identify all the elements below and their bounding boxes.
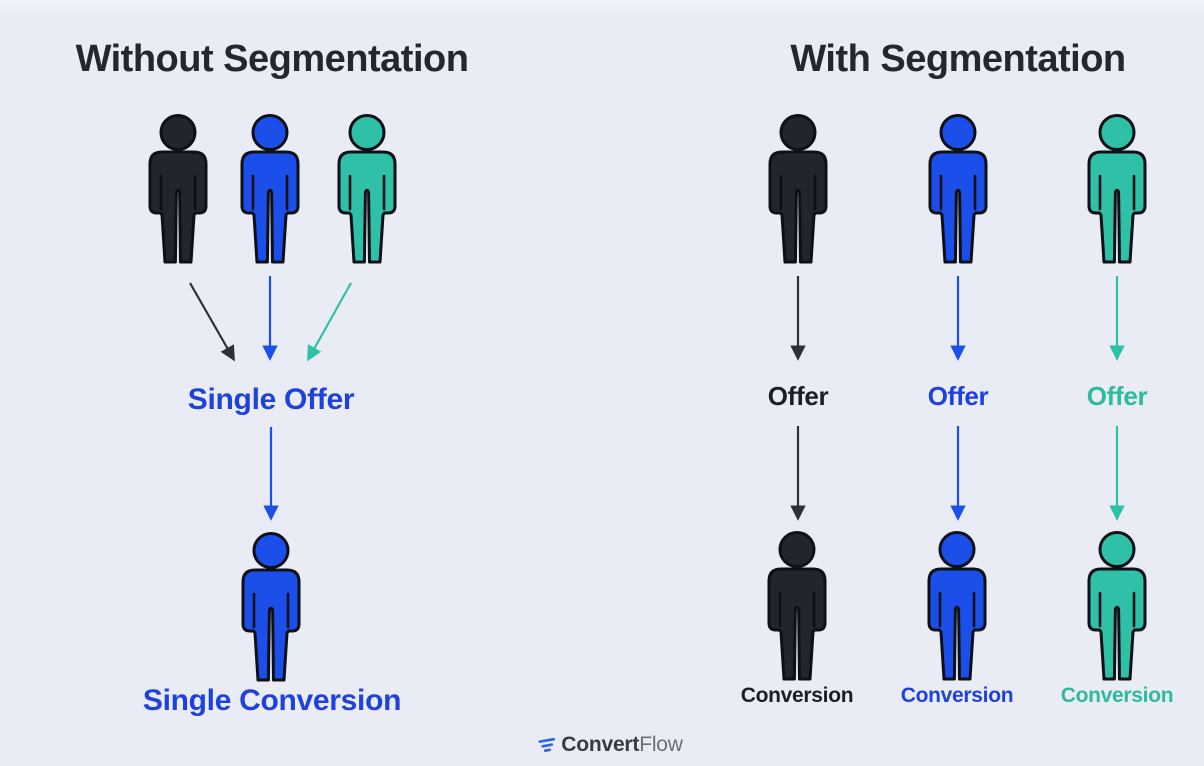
visitor-icon-blue-left: [240, 114, 300, 264]
convertflow-flow-icon: [538, 737, 556, 752]
arrow-dark-to-single-offer: [189, 282, 235, 362]
conversion-icon-blue-left: [241, 532, 301, 682]
conversion-icon-blue-right: [927, 531, 987, 681]
visitor-icon-teal-left: [337, 114, 397, 264]
brand-text-flow: Flow: [639, 733, 683, 756]
conversion-label-blue: Conversion: [900, 684, 1014, 707]
single-offer-label: Single Offer: [187, 383, 355, 416]
convertflow-logo: ConvertFlow: [533, 733, 683, 757]
offer-label-teal: Offer: [1086, 381, 1148, 411]
convertflow-wordmark: ConvertFlow: [561, 733, 683, 757]
conversion-icon-teal-right: [1087, 531, 1147, 681]
visitor-icon-teal-right: [1087, 114, 1147, 264]
visitor-icon-dark-right: [768, 114, 828, 264]
single-conversion-label: Single Conversion: [142, 684, 402, 717]
brand-text-convert: Convert: [561, 733, 640, 756]
visitor-icon-blue-right: [928, 114, 988, 264]
conversion-icon-dark-right: [767, 531, 827, 681]
left-panel-title: Without Segmentation: [75, 38, 469, 80]
conversion-label-dark: Conversion: [740, 684, 854, 707]
offer-label-blue: Offer: [927, 381, 989, 411]
right-panel-title: With Segmentation: [790, 38, 1126, 80]
conversion-label-teal: Conversion: [1060, 684, 1174, 707]
visitor-icon-dark-left: [148, 114, 208, 264]
arrow-teal-to-single-offer: [307, 282, 352, 362]
offer-label-dark: Offer: [767, 381, 829, 411]
